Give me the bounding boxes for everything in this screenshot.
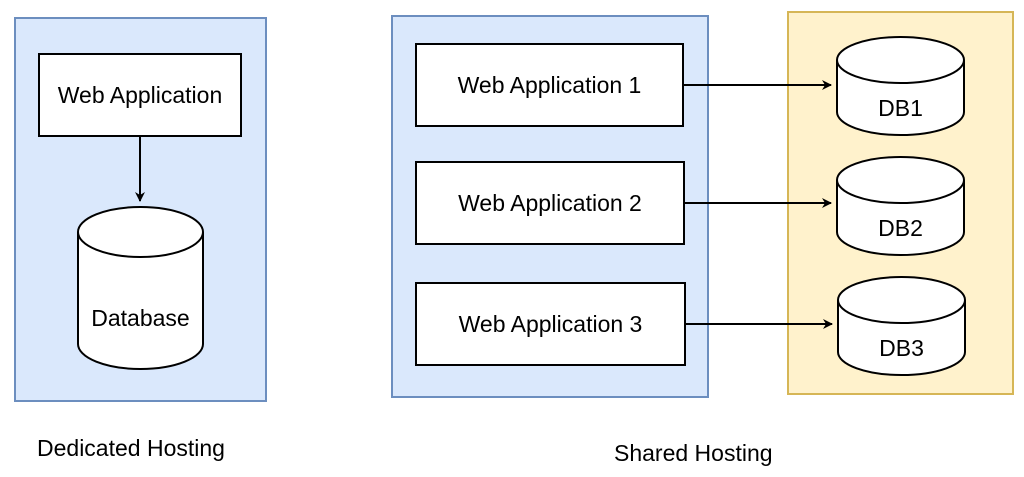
shared-web-application-3-box: Web Application 3: [415, 282, 686, 366]
shared-web-application-1-box: Web Application 1: [415, 43, 684, 127]
db1-label: DB1: [878, 95, 923, 121]
db1-cylinder: DB1: [835, 35, 966, 137]
shared-web-application-3-label: Web Application 3: [458, 310, 643, 337]
db3-cylinder: DB3: [836, 275, 967, 377]
database-cylinder-shape: [77, 206, 204, 370]
dedicated-database-label: Database: [91, 305, 190, 331]
shared-hosting-caption: Shared Hosting: [614, 440, 773, 466]
shared-web-application-1-label: Web Application 1: [457, 71, 642, 98]
dedicated-web-application-label: Web Application: [57, 81, 223, 108]
dedicated-database-cylinder: Database: [76, 205, 205, 371]
shared-web-application-2-box: Web Application 2: [415, 161, 685, 245]
db3-label: DB3: [879, 335, 924, 361]
db2-label: DB2: [878, 215, 923, 241]
db3-cylinder-shape: [837, 276, 966, 376]
dedicated-hosting-caption: Dedicated Hosting: [37, 435, 225, 461]
db1-cylinder-shape: [836, 36, 965, 136]
shared-web-application-2-label: Web Application 2: [458, 189, 642, 216]
db2-cylinder-shape: [836, 156, 965, 256]
db2-cylinder: DB2: [835, 155, 966, 257]
dedicated-web-application-box: Web Application: [38, 53, 242, 137]
